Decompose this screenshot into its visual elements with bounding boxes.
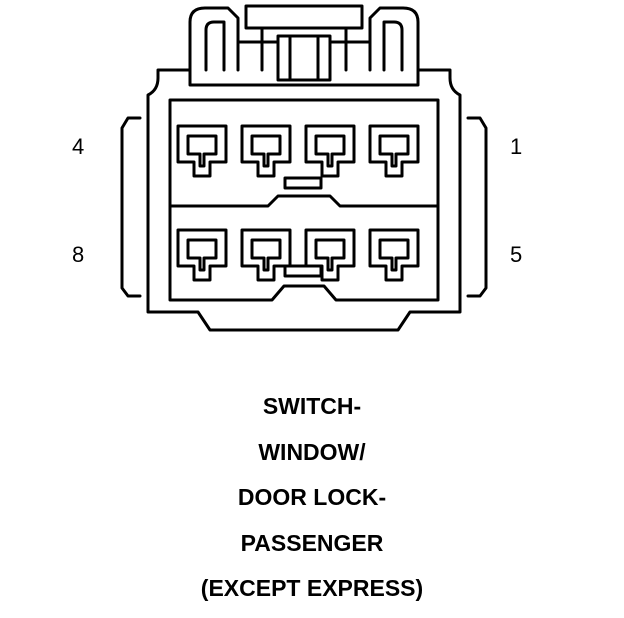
connector-diagram: 4 1 8 5 SWITCH- WINDOW/ DOOR LOCK- PASSE…: [72, 4, 523, 601]
row-divider: [168, 194, 440, 208]
component-caption: SWITCH- WINDOW/ DOOR LOCK- PASSENGER (EX…: [0, 390, 624, 618]
caption-line-5: (EXCEPT EXPRESS): [200, 575, 424, 601]
cavity-row-bottom: [176, 228, 420, 282]
key-slot-top: [283, 176, 323, 190]
pin-label-1: 1: [510, 134, 523, 159]
pin-label-5: 5: [510, 242, 523, 267]
caption-line-3: DOOR LOCK-: [237, 484, 387, 510]
latch-tab: [188, 4, 420, 82]
left-rail: [120, 116, 142, 298]
housing-inner: [168, 98, 440, 302]
connector-drawing: [120, 4, 488, 332]
pin-label-4: 4: [72, 134, 85, 159]
housing-outline: [146, 68, 462, 332]
caption-line-4: PASSENGER: [240, 529, 384, 556]
pin-label-8: 8: [72, 242, 85, 267]
caption-line-2: WINDOW/: [258, 438, 366, 465]
cavity-row-top: [176, 124, 420, 178]
caption-line-1: SWITCH-: [262, 393, 362, 419]
right-rail: [466, 116, 488, 298]
